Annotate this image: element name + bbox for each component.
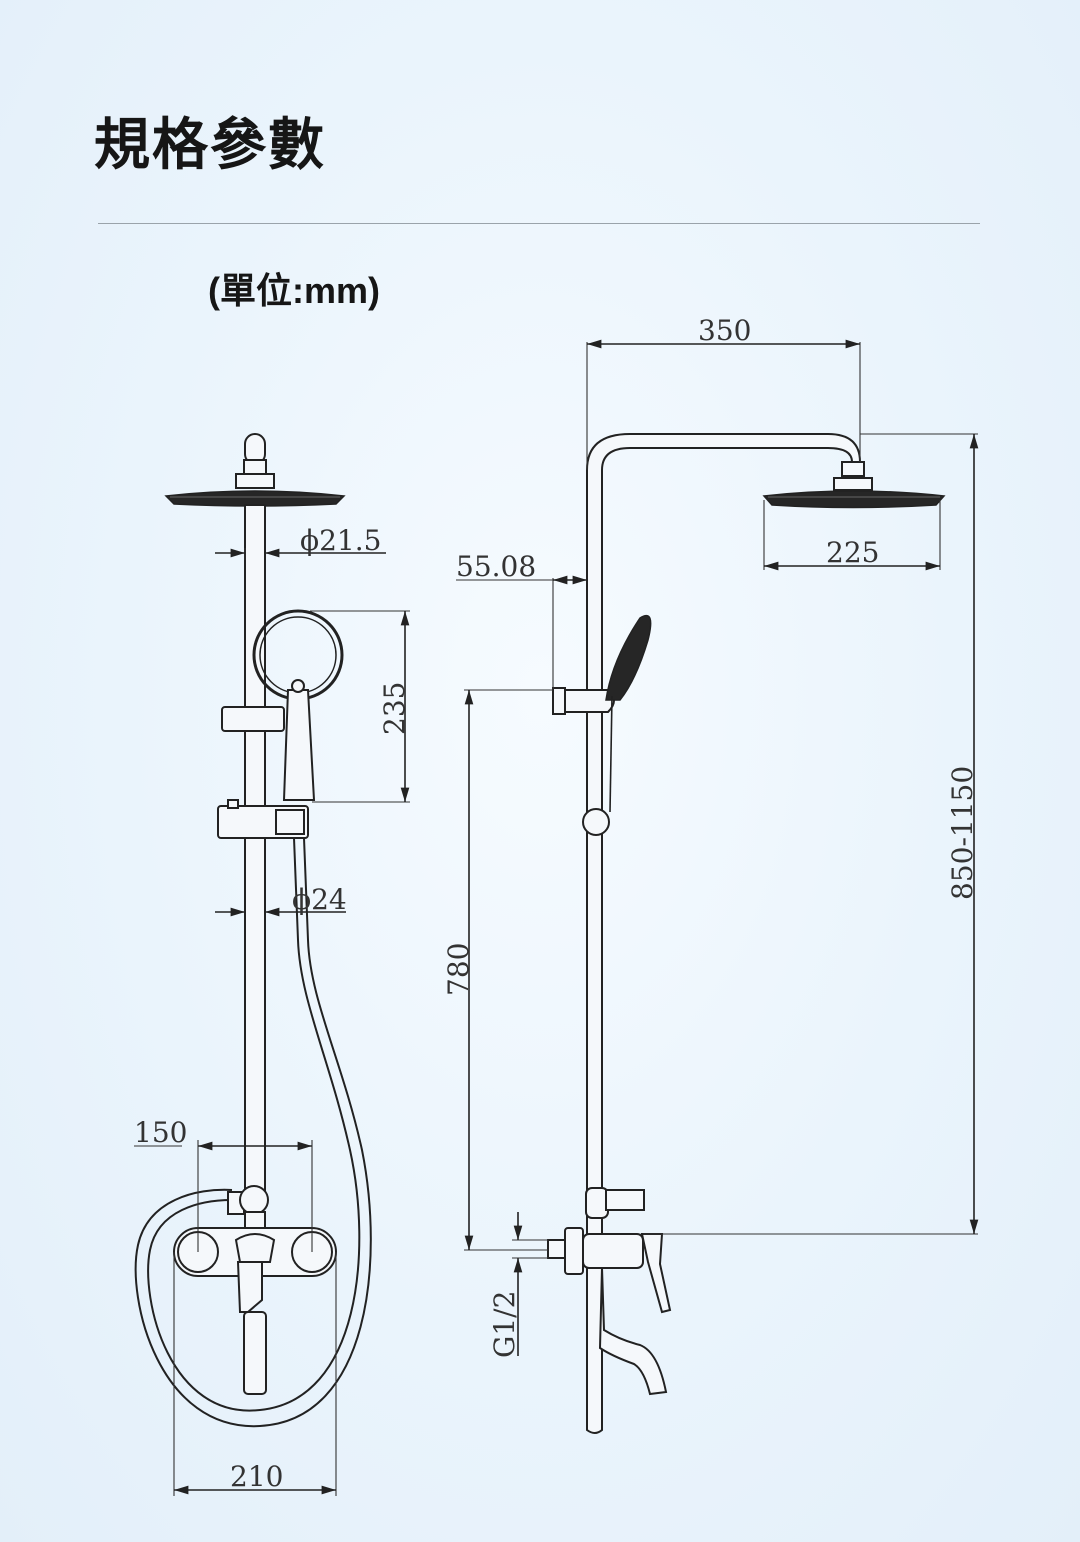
dim-inlet-to-holder: 780 [442, 943, 475, 996]
side-riser-arm [586, 433, 862, 1434]
side-view: 350 225 55.08 780 850-1150 G1/2 [442, 314, 979, 1434]
side-spout [598, 1267, 668, 1396]
front-rain-head [164, 490, 346, 507]
dim-inlet-spacing: 150 [134, 1116, 187, 1149]
page-title: 規格參數 [94, 113, 326, 178]
front-lever [236, 1261, 263, 1313]
side-rain-head [762, 490, 946, 509]
dim-mixer-width: 210 [230, 1460, 283, 1493]
dim-pipe-diameter-upper: ϕ21.5 [300, 524, 381, 557]
unit-note: (單位:mm) [208, 270, 380, 311]
side-lever [640, 1233, 672, 1314]
dim-arm-length: 350 [698, 314, 751, 347]
dim-holder-offset: 55.08 [456, 550, 536, 583]
dim-thread-size: G1/2 [488, 1291, 521, 1358]
dim-pipe-diameter-lower: ϕ24 [292, 883, 347, 916]
dim-head-diameter: 225 [826, 536, 879, 569]
front-hose [147, 837, 361, 1412]
dim-total-height: 850-1150 [946, 766, 979, 900]
front-riser [244, 504, 266, 1191]
front-spout [243, 1311, 267, 1395]
front-view: ϕ21.5 235 ϕ24 150 210 [134, 433, 411, 1496]
dim-handheld-height: 235 [378, 682, 411, 735]
title-divider [98, 223, 980, 224]
side-handheld [605, 614, 652, 701]
